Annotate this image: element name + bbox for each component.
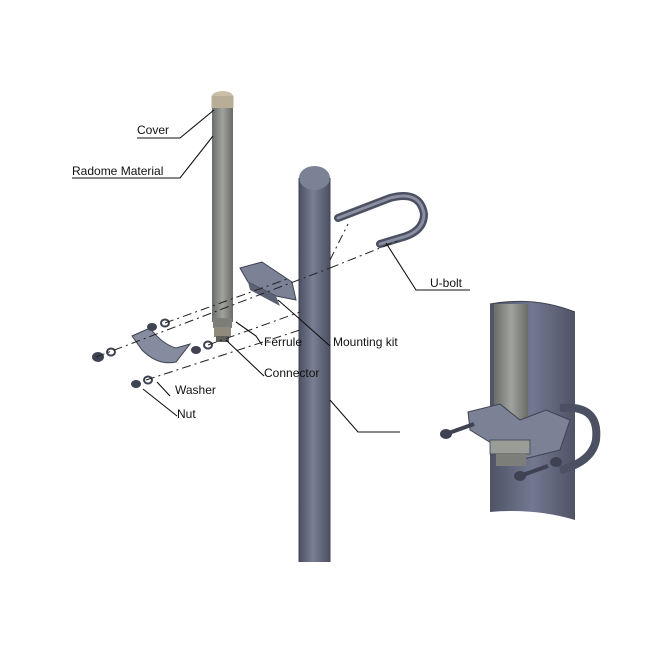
label-mounting-kit: Mounting kit: [333, 335, 398, 349]
label-radome: Radome Material: [72, 164, 163, 178]
label-nut: Nut: [177, 407, 196, 421]
leader-lines: [72, 109, 470, 433]
label-washer: Washer: [175, 383, 216, 397]
label-cover: Cover: [137, 123, 169, 137]
label-u-bolt: U-bolt: [430, 276, 463, 290]
mounting-kit: [239, 261, 297, 306]
detail-view: [440, 300, 601, 520]
clamp-saddle: [131, 327, 192, 364]
label-connector: Connector: [264, 366, 319, 380]
labels: Cover Radome Material U-bolt Ferrule Mou…: [72, 123, 463, 421]
u-bolt: [334, 192, 429, 248]
nuts-washers: [92, 318, 213, 388]
label-ferrule: Ferrule: [264, 335, 302, 349]
assembly-lines: [95, 223, 401, 381]
pole: [298, 166, 331, 562]
antenna: [211, 91, 234, 342]
